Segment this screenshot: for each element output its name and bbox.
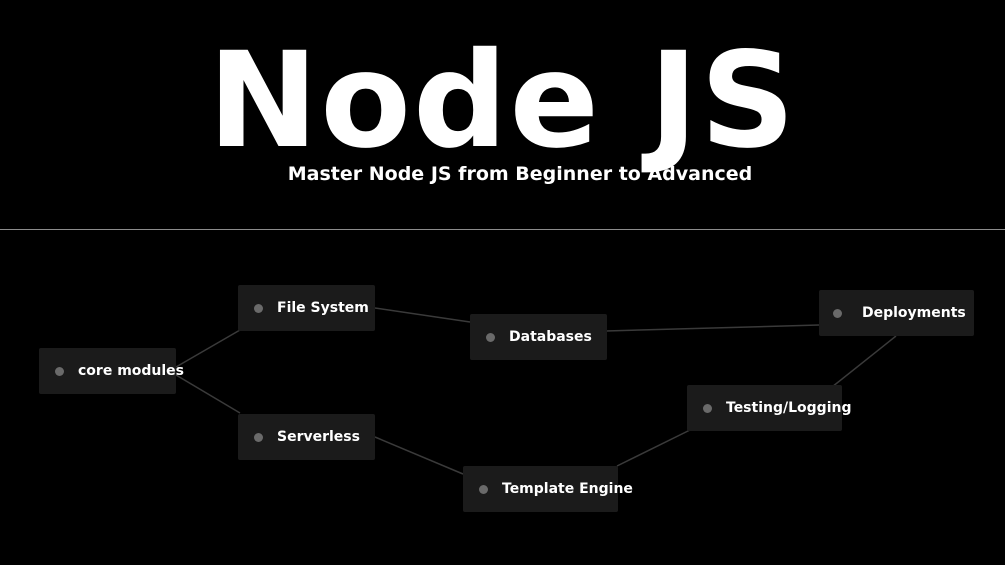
edge-serverless-template [374, 436, 464, 475]
node-label: Deployments [862, 305, 966, 321]
node-bullet-icon [833, 308, 842, 318]
node-label: Databases [509, 329, 592, 345]
node-databases[interactable]: Databases [470, 314, 607, 360]
edge-fs-databases [374, 307, 471, 323]
node-bullet-icon [479, 484, 488, 494]
node-label: File System [277, 300, 369, 316]
node-deployments[interactable]: Deployments [819, 290, 974, 336]
edge-core-fs [175, 329, 241, 368]
node-bullet-icon [55, 366, 64, 376]
node-core-modules[interactable]: core modules [39, 348, 184, 394]
edge-core-serverless [175, 374, 241, 414]
page-title: Node JS [207, 24, 798, 178]
node-file-system[interactable]: File System [238, 285, 375, 331]
node-serverless[interactable]: Serverless [238, 414, 375, 460]
edge-testing-deploy [831, 335, 897, 388]
node-label: Testing/Logging [726, 400, 852, 416]
node-label: core modules [78, 363, 185, 379]
node-testing-logging[interactable]: Testing/Logging [687, 385, 851, 431]
node-bullet-icon [254, 303, 263, 313]
node-bullet-icon [254, 432, 263, 442]
edge-databases-deploy [605, 324, 820, 332]
node-label: Serverless [277, 429, 360, 445]
node-bullet-icon [486, 332, 495, 342]
node-template-engine[interactable]: Template Engine [463, 466, 633, 512]
edge-template-testing [616, 429, 691, 467]
node-bullet-icon [703, 403, 712, 413]
page-subtitle: Master Node JS from Beginner to Advanced [287, 163, 753, 185]
node-label: Template Engine [502, 481, 633, 497]
header-divider [0, 229, 1005, 230]
